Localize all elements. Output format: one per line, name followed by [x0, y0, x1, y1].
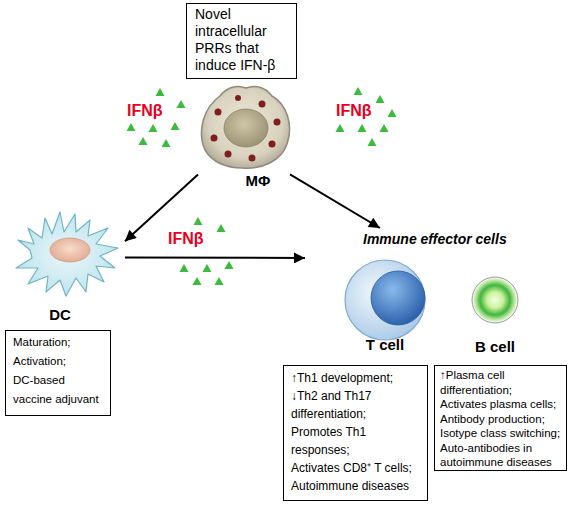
box-text: Activates plasma cells; [440, 397, 563, 412]
cytokine-triangle [380, 124, 389, 132]
cytokine-triangle [376, 95, 385, 103]
cytokine-triangle [127, 123, 136, 131]
cytokine-triangle [354, 87, 363, 95]
t-cell-body [345, 260, 425, 340]
cytokine-label: IFNβ [168, 230, 204, 248]
box-text: Maturation; [13, 333, 103, 352]
box-text: ↓Th2 and Th17 differentiation; [291, 387, 420, 423]
cytokine-triangle [225, 261, 234, 269]
cytokine-triangles [127, 87, 397, 285]
cytokine-label: IFNβ [127, 102, 163, 120]
box-text: Activation; [13, 352, 103, 371]
arrow-connector [125, 257, 305, 260]
cell-label: MΦ [238, 172, 278, 189]
dendritic-cell-body [16, 212, 118, 296]
cytokine-triangle [149, 124, 158, 132]
vesicle-dot [274, 119, 281, 126]
cell-label: Immune effector cells [363, 231, 533, 247]
cell-label: T cell [350, 336, 420, 353]
arrow-connector [290, 174, 380, 228]
effector-group: Immune effector cells T cell B cell [300, 228, 535, 358]
dendritic-cell-illustration [16, 212, 118, 296]
box-text: ↑Th1 development; [291, 369, 420, 387]
box-text: Auto-antibodies in autoimmune diseases [440, 441, 563, 470]
t-cell-node: T cell [305, 255, 430, 355]
cytokine-triangle [139, 137, 148, 145]
b-cell-illustration [472, 277, 518, 323]
box-text: Isotype class switching; [440, 426, 563, 441]
vesicle-dot [235, 95, 241, 101]
vesicle-dot [215, 109, 222, 116]
effect-box: ↑Plasma cell differentiation;Activates p… [434, 365, 567, 471]
cell-label: DC [40, 306, 80, 323]
macrophage-body [201, 86, 289, 168]
vesicle-dot [269, 141, 276, 148]
cytokine-triangle [358, 124, 367, 132]
b-cell-body [472, 277, 518, 323]
box-text: Promotes Th1 responses; [291, 423, 420, 459]
macrophage-node: MΦ [198, 86, 290, 190]
cytokine-label: IFNβ [336, 102, 372, 120]
cytokine-triangle [215, 277, 224, 285]
box-text: Antibody production; [440, 412, 563, 427]
dendritic-cell-node: DC [15, 200, 125, 325]
effect-box: ↑Th1 development;↓Th2 and Th17 different… [283, 365, 428, 501]
cytokine-triangle [336, 124, 345, 132]
dendritic-cell-nucleus [50, 238, 90, 262]
prr-box: Novel intracellular PRRs that induce IFN… [186, 3, 297, 79]
cytokine-triangle [180, 264, 189, 272]
vesicle-dot [225, 151, 232, 158]
cytokine-triangle [203, 264, 212, 272]
cytokine-triangle [171, 122, 180, 130]
macrophage-nucleus [224, 109, 268, 147]
cytokine-triangle [217, 224, 226, 232]
box-text: Novel intracellular PRRs that induce IFN… [195, 6, 291, 74]
cytokine-triangle [162, 139, 171, 147]
vesicle-dot [211, 135, 218, 142]
macrophage-illustration [201, 86, 289, 168]
box-text: Autoimmune diseases [291, 477, 420, 495]
box-text: DC-based vaccine adjuvant [13, 371, 103, 409]
vesicle-dot [249, 155, 256, 162]
vesicle-dot [259, 101, 266, 108]
box-text: Activates CD8⁺ T cells; [291, 459, 420, 477]
t-cell-illustration [345, 260, 425, 340]
cytokine-triangle [193, 277, 202, 285]
t-cell-nucleus [371, 271, 425, 325]
b-cell-node: B cell [460, 262, 530, 355]
effect-box: Maturation;Activation;DC-based vaccine a… [5, 330, 111, 416]
cytokine-triangle [388, 109, 397, 117]
cytokine-triangle [194, 217, 203, 225]
cytokine-triangle [368, 138, 377, 146]
cytokine-triangle [177, 100, 186, 108]
box-text: ↑Plasma cell differentiation; [440, 368, 563, 397]
cytokine-triangle [156, 88, 165, 96]
cell-label: B cell [460, 338, 530, 355]
